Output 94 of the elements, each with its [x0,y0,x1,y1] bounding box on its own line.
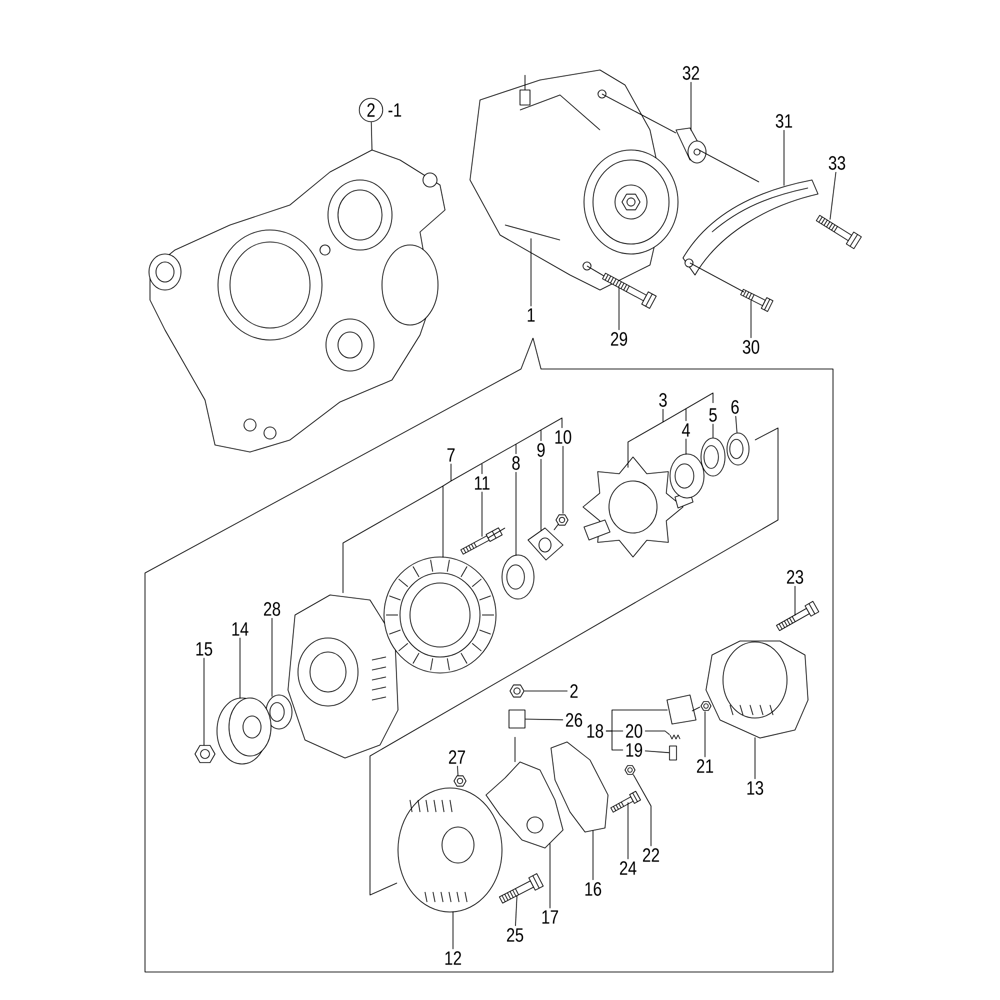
leader-line [712,424,714,438]
nut-drawing [624,765,636,775]
callout-number: 15 [196,642,212,656]
leader-line [530,238,532,307]
leader-line [632,774,652,846]
plate-drawing [528,528,564,560]
stud-drawing [460,527,506,555]
leader-line [754,737,756,780]
leader-line [562,446,564,514]
rear-frame-drawing [398,788,502,912]
bolt-drawing [499,873,544,904]
leader-line [618,287,620,330]
callout-number: 14 [232,622,248,636]
leader-line [704,711,706,758]
callout-number: 4 [682,423,690,437]
callout-number: 2 [570,684,578,698]
nut-drawing [510,684,524,698]
leader-line [592,830,594,880]
callout-number: 25 [507,928,524,942]
leader-line [515,895,518,926]
bolt-drawing [776,600,820,631]
callout-number: 33 [828,156,846,170]
leader-line [644,730,670,736]
callout-number: 30 [742,340,760,354]
spring-drawing [670,734,680,740]
bearing-drawing [502,554,534,600]
callout-number: 24 [620,861,636,875]
leader-line [457,766,458,776]
leader-line [442,463,452,558]
leader-line [525,718,564,720]
callout-number: 32 [682,66,700,80]
bolt-drawing [602,272,657,309]
collar-drawing [508,710,526,728]
callout-number: 8 [512,456,520,470]
regulator-drawing [550,742,608,832]
leader-line [690,82,692,131]
gear-case-drawing [148,150,446,452]
leader-line [735,416,738,433]
bolt-drawing [740,288,774,312]
nut-drawing [554,514,568,530]
callout-number: 22 [643,848,660,862]
brush-drawing [669,746,677,760]
assembly-line [698,150,760,182]
callout-number: 21 [697,759,714,773]
leader-line [794,586,796,616]
leader-line [370,122,372,151]
leader-line [524,690,568,692]
callout-number: 19 [626,743,642,757]
adjusting-strap-drawing [682,180,818,276]
leader-line [540,458,542,531]
callout-suffix: -1 [388,103,402,117]
nut-drawing [194,744,216,764]
nut-drawing [454,775,466,787]
callout-number: 28 [264,602,280,616]
callout-number: 5 [709,408,717,422]
leader-line [606,730,624,750]
leader-line [452,911,454,950]
callout-number: 3 [659,393,667,407]
callout-number: 27 [449,750,466,764]
leader-line [628,408,664,468]
brush-holder-drawing [666,694,696,724]
washer-drawing [726,432,750,466]
leader-line [830,172,836,220]
spacer-drawing [676,128,706,164]
callout-number: 6 [731,400,739,414]
rectifier-drawing [486,736,564,848]
callout-number: 20 [626,724,642,738]
callout-number: 9 [537,443,545,457]
callout-number: 13 [747,781,764,795]
callout-number: 7 [447,448,455,462]
stator-drawing [384,556,496,674]
bolt-drawing [610,790,641,813]
alternator-drawing [470,70,678,290]
leader-line [644,750,670,754]
callout-number: 11 [475,476,490,490]
callout-number: 26 [566,713,582,727]
assembly-line [690,262,744,292]
leader-line [750,300,752,338]
callout-number: 17 [542,910,558,924]
callout-number: 1 [528,308,535,322]
callout-number: 18 [587,724,604,738]
callout-number: 31 [776,114,792,128]
rear-cover-drawing [706,640,808,738]
callout-number: 16 [585,882,602,896]
pulley-drawing [216,698,272,764]
nut-drawing [692,701,712,712]
callout-number: 29 [611,332,628,346]
washer-drawing [700,438,726,476]
callout-number: 12 [445,951,462,965]
assembly-line [586,266,604,276]
bolt-drawing [816,214,862,250]
callout-number: 10 [555,430,572,444]
callout-number: 23 [787,570,804,584]
assembly-line [602,94,676,134]
